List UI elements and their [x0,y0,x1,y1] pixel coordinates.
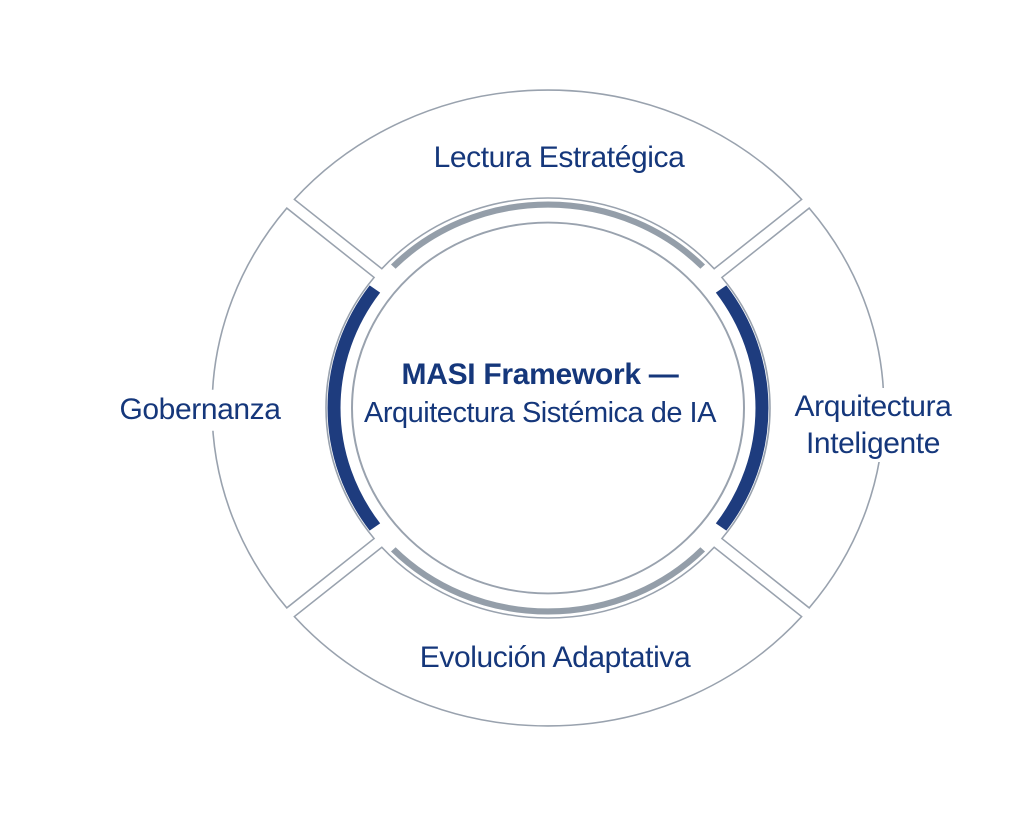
inner-arc-bottom-gray [390,547,706,615]
segment-label-evolucion-adaptativa: Evolución Adaptativa [412,637,698,679]
ring-segment-left [211,207,376,609]
ring-segment-top [293,89,803,270]
inner-arc-top-gray [390,201,706,269]
inner-circle-outline [351,221,745,595]
segment-label-line1: Arquitectura [794,390,952,423]
center-title: MASI Framework — [401,358,679,391]
center-subtitle: Arquitectura Sistémica de IA [364,397,716,429]
ring-segment-bottom [293,546,803,727]
segment-label-line2: Inteligente [805,427,941,460]
center-title-block: MASI Framework — Arquitectura Sistémica … [364,355,716,433]
segment-label-lectura-estrategica: Lectura Estratégica [426,137,692,179]
segment-label-gobernanza: Gobernanza [112,389,288,431]
segment-label-arquitectura-inteligente: Arquitectura Inteligente [790,388,956,462]
inner-arc-left-navy [327,285,381,531]
